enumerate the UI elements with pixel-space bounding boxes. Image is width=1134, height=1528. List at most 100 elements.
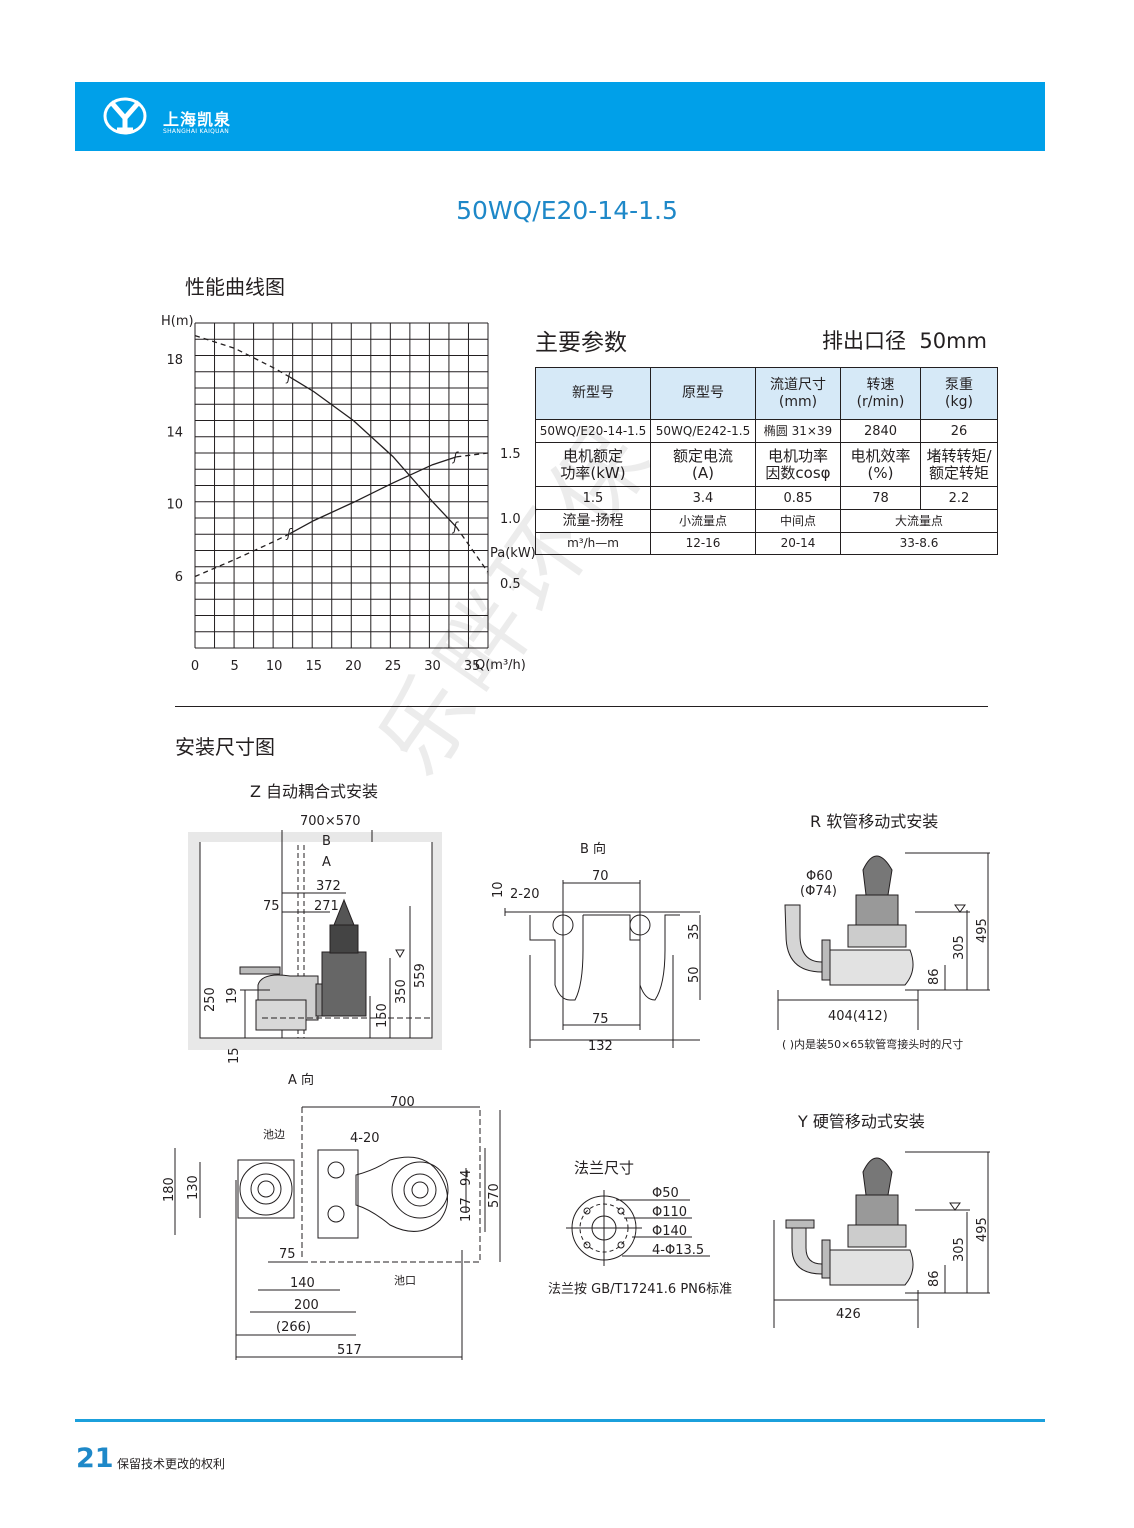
z-install-label: Z 自动耦合式安装 — [250, 782, 379, 801]
table-cell: 流道尺寸(mm) — [755, 367, 841, 420]
dim-label: 75 — [279, 1247, 296, 1262]
dim-label: 495 — [975, 1217, 990, 1242]
dim-label: 75 — [592, 1012, 609, 1027]
table-cell: 额定电流(A) — [650, 442, 756, 487]
h-axis-label: H(m) — [161, 314, 194, 329]
flange-dimensions: Φ50 Φ110 Φ140 4-Φ13.5 — [652, 1186, 704, 1258]
dim-label: 86 — [927, 1270, 942, 1287]
dim-label: 200 — [294, 1298, 319, 1313]
dim-label: 372 — [316, 879, 341, 894]
tick-label: 25 — [385, 659, 402, 674]
table-cell: 50WQ/E20-14-1.5 — [535, 419, 651, 443]
tick-label: 0.5 — [500, 577, 521, 592]
tick-label: 15 — [306, 659, 323, 674]
head-curve — [455, 526, 489, 573]
section-divider — [175, 706, 988, 707]
tick-label: 30 — [424, 659, 441, 674]
kaiquan-logo-icon — [103, 97, 147, 135]
dim-label: 140 — [290, 1276, 315, 1291]
dim-label: 130 — [186, 1175, 201, 1200]
table-row: 流量-扬程 小流量点 中间点 大流量点 — [535, 509, 998, 533]
perf-section-title: 性能曲线图 — [185, 275, 285, 299]
dim-label: 94 — [459, 1169, 474, 1186]
dim-label: 426 — [836, 1307, 861, 1322]
table-cell: 1.5 — [535, 486, 651, 510]
dim-label: (266) — [276, 1320, 311, 1335]
table-cell: 泵重(kg) — [920, 367, 998, 420]
header-bar: 上海凯泉 SHANGHAI KAIQUAN — [75, 82, 1045, 151]
dim-label: Φ110 — [652, 1205, 687, 1220]
p-axis-label: Pa(kW) — [490, 546, 536, 561]
install-section-title: 安装尺寸图 — [175, 735, 275, 759]
table-cell: 20-14 — [755, 532, 841, 555]
table-row: 50WQ/E20-14-1.5 50WQ/E242-1.5 椭圆 31×39 2… — [535, 419, 998, 443]
table-cell: 椭圆 31×39 — [755, 419, 841, 443]
tick-label: 1.0 — [500, 512, 521, 527]
power-curve — [289, 456, 457, 535]
operating-point-marker: ʃ — [451, 450, 459, 464]
a-view-label: A 向 — [288, 1073, 315, 1088]
r-install-drawing — [777, 852, 990, 1030]
a-view-drawing — [174, 1106, 501, 1360]
dim-label: 75 — [263, 899, 280, 914]
head-curve — [289, 376, 457, 528]
tick-label: 14 — [166, 425, 183, 440]
table-cell: 电机效率(%) — [840, 442, 921, 487]
table-cell: 小流量点 — [650, 509, 756, 533]
flange-title: 法兰尺寸 — [574, 1159, 635, 1177]
table-cell: 中间点 — [755, 509, 841, 533]
b-view-label: B 向 — [580, 842, 607, 857]
tick-label: 20 — [345, 659, 362, 674]
dim-label: 35 — [687, 923, 702, 940]
brand-name-en: SHANGHAI KAIQUAN — [163, 128, 230, 135]
q-ticks: 0 5 10 15 20 25 30 35 — [191, 659, 481, 674]
b-dimensions: 70 2-20 10 35 50 75 132 — [491, 869, 702, 1054]
dim-label: A — [322, 855, 331, 870]
table-cell: 电机功率因数cosφ — [755, 442, 841, 487]
footer-note: 保留技术更改的权利 — [117, 1457, 226, 1471]
table-cell: m³/h—m — [535, 532, 651, 555]
table-row: m³/h—m 12-16 20-14 33-8.6 — [535, 532, 998, 555]
tick-label: 5 — [230, 659, 238, 674]
dim-label: 250 — [203, 987, 218, 1012]
table-cell: 33-8.6 — [840, 532, 998, 555]
footer-line — [75, 1419, 1045, 1422]
dim-label: 4-Φ13.5 — [652, 1243, 704, 1258]
p-ticks: 1.51.00.5 — [500, 447, 521, 592]
dim-label: 495 — [975, 918, 990, 943]
y-install-drawing — [773, 1151, 990, 1328]
flange-note: 法兰按 GB/T17241.6 PN6标准 — [548, 1282, 733, 1297]
dim-label: 150 — [375, 1003, 390, 1028]
dim-label: 86 — [927, 968, 942, 985]
dim-label: B — [322, 834, 331, 849]
dim-label: 570 — [487, 1183, 502, 1208]
tick-label: 0 — [191, 659, 199, 674]
r-install-label: R 软管移动式安装 — [810, 812, 939, 831]
table-cell: 新型号 — [535, 367, 651, 420]
tick-label: 6 — [175, 570, 183, 585]
y-dimensions: 305 495 86 426 — [836, 1217, 990, 1322]
q-axis-label: Q(m³/h) — [475, 658, 526, 673]
dim-label: 池边 — [263, 1128, 285, 1141]
head-curve — [194, 335, 291, 378]
tick-label: 35 — [464, 659, 481, 674]
a-dimensions: 700 池边 4-20 180 130 107 94 570 75 140 20… — [162, 1095, 502, 1358]
dim-label: 4-20 — [350, 1131, 380, 1146]
dim-label: 700 — [390, 1095, 415, 1110]
z-dimensions: 700×570 B A 372 271 75 250 19 350 559 15… — [203, 814, 428, 1064]
r-dimensions: Φ60 (Φ74) 305 495 86 404(412) — [800, 869, 990, 1024]
dim-label: 271 — [314, 899, 339, 914]
dim-label: (Φ74) — [800, 884, 837, 899]
table-cell: 78 — [840, 486, 921, 510]
dim-label: 132 — [588, 1039, 613, 1054]
table-cell: 原型号 — [650, 367, 756, 420]
dim-label: Φ140 — [652, 1224, 687, 1239]
specs-table: 新型号 原型号 流道尺寸(mm) 转速(r/min) 泵重(kg) 50WQ/E… — [535, 367, 998, 555]
tick-label: 10 — [266, 659, 283, 674]
dim-label: 50 — [687, 966, 702, 983]
flange-drawing — [566, 1190, 710, 1266]
operating-point-marker: ʃ — [285, 370, 293, 384]
dim-label: 107 — [459, 1197, 474, 1222]
